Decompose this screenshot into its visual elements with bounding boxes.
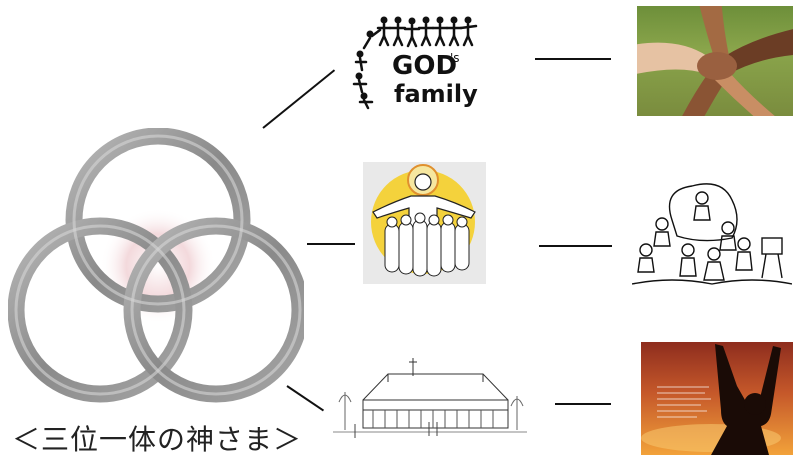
family-text: family <box>394 80 478 108</box>
connector-line-right-middle <box>539 245 612 247</box>
jesus-choir-illustration <box>363 162 486 284</box>
gods-text: GOD <box>392 51 457 81</box>
sunset-praise-photo <box>641 342 793 455</box>
connector-line-middle <box>307 243 355 245</box>
joined-hands-photo <box>637 6 793 116</box>
connector-line-right-bottom <box>555 403 611 405</box>
gods-suffix-text: 's <box>450 51 460 65</box>
caption-trinity: ＜三位一体の神さま＞ <box>12 423 303 456</box>
community-gathering-sketch <box>632 180 792 290</box>
gods-family-logo: GOD 's family <box>350 12 482 110</box>
connector-line-top <box>262 69 336 129</box>
trinity-rings-symbol <box>8 128 304 418</box>
church-building-sketch <box>333 352 527 442</box>
connector-line-right-top <box>535 58 611 60</box>
